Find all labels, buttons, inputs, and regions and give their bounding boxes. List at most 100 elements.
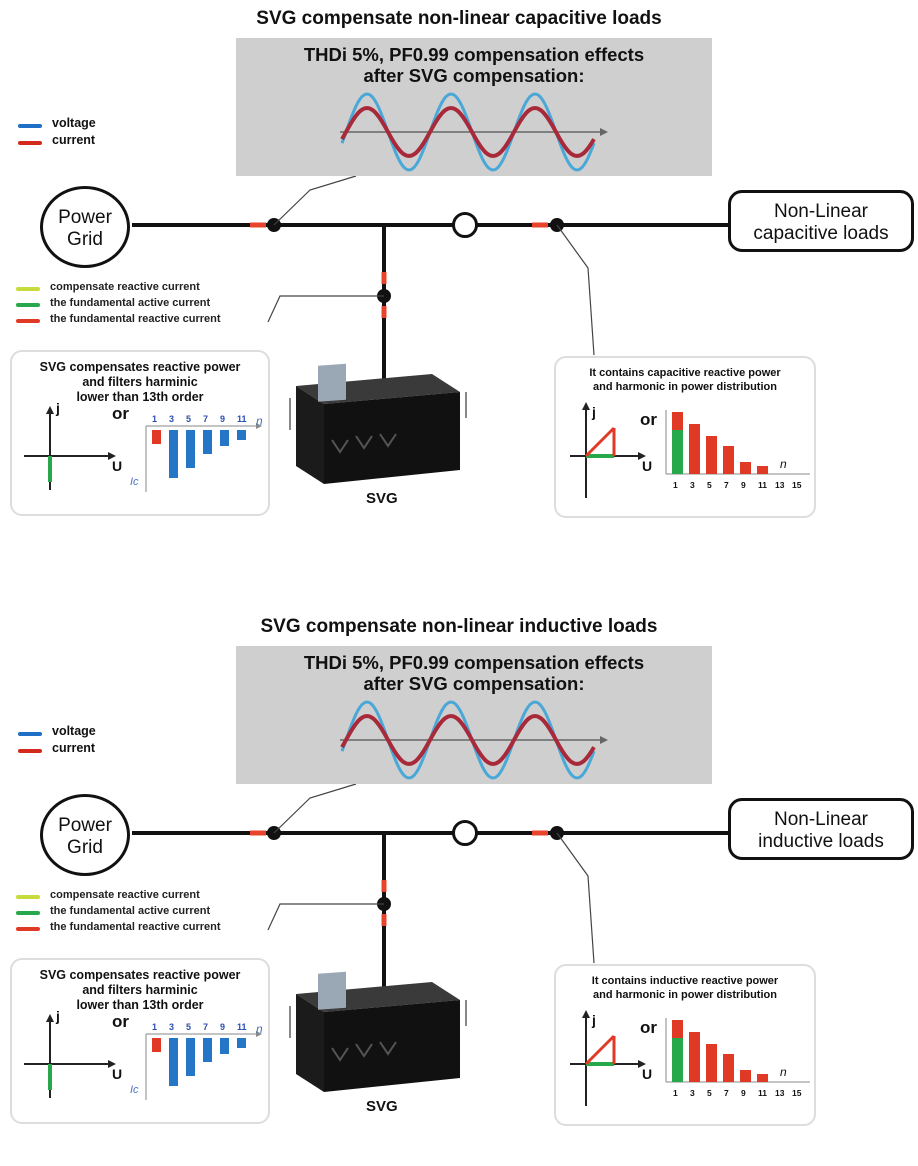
right-card-line1: It contains capacitive reactive power [589,367,781,379]
right-harmonic-label: 15 [792,1088,802,1098]
left-harmonic-bar [220,430,229,446]
left-card-line3: lower than 13th order [76,390,204,404]
left-card-title: SVG compensates reactive power and filte… [12,968,268,1013]
right-axis-n: n [780,457,787,471]
left-card-line2: and filters harminic [82,983,198,997]
right-harmonic-bar [706,1044,717,1082]
effect-line-1: THDi 5%, PF0.99 compensation effects [303,652,645,673]
left-harmonic-bar [203,1038,212,1062]
right-card: It contains capacitive reactive power an… [554,356,816,518]
right-harmonic-label: 7 [724,480,729,490]
right-harmonic-bar [757,466,768,474]
left-card-line2: and filters harminic [82,375,198,389]
right-axis-u: U [642,1066,653,1082]
left-card: SVG compensates reactive power and filte… [10,958,270,1124]
power-grid-node: Power Grid [40,186,130,268]
power-grid-line1: Power [58,207,112,228]
left-harmonic-bar [169,1038,178,1086]
legend-active-swatch [16,911,40,915]
left-card-line1: SVG compensates reactive power [39,360,241,374]
effect-line-2: after SVG compensation: [363,673,585,694]
left-harmonic-label: 11 [237,414,247,424]
right-harmonic-label: 11 [758,1088,767,1098]
legend-current: current [52,133,96,147]
power-grid-line1: Power [58,815,112,836]
load-box: Non-Linear inductive loads [728,798,914,860]
right-harmonic-label: 11 [758,480,767,490]
legend-voltage-swatch [18,732,42,736]
right-harmonic-bar [723,446,734,474]
left-axis-n: n [256,414,263,428]
panel-title: SVG compensate non-linear capacitive loa… [256,8,662,29]
legend-active-swatch [16,303,40,307]
left-harmonic-label: 3 [169,1022,175,1032]
legend-reactive: the fundamental reactive current [50,921,221,933]
left-axis-u: U [112,1066,123,1082]
right-harmonic-bar [706,436,717,474]
right-axis-u: U [642,458,653,474]
left-axis-ic: Ic [130,1084,139,1096]
left-card-line3: lower than 13th order [76,998,204,1012]
right-harmonic-label: 7 [724,1088,729,1098]
right-active-bar [672,430,683,474]
load-box: Non-Linear capacitive loads [728,190,914,252]
right-harmonic-label: 13 [775,480,785,490]
effect-text: THDi 5%, PF0.99 compensation effects aft… [236,652,712,694]
load-line1: Non-Linear [774,201,868,222]
left-or: or [112,404,129,423]
left-harmonic-label: 5 [186,1022,192,1032]
left-phasor-icon [24,1014,262,1100]
right-harmonic-label: 9 [741,480,746,490]
svg-device-icon [289,363,467,484]
right-harmonic-label: 3 [690,480,695,490]
right-axis-j: j [592,1012,596,1028]
right-card-line1: It contains inductive reactive power [591,975,779,987]
left-axis-j: j [56,400,60,416]
load-line2: inductive loads [758,831,884,852]
left-harmonic-bar [152,1038,161,1052]
waveform-icon [340,92,608,172]
left-card: SVG compensates reactive power and filte… [10,350,270,516]
waveform-icon [340,700,608,780]
left-harmonic-label: 5 [186,414,192,424]
right-phasor-icon [570,402,810,498]
legend-reactive-swatch [16,319,40,323]
wiring [132,783,728,1092]
right-card-title: It contains inductive reactive power and… [556,974,814,1002]
right-harmonic-bar [723,1054,734,1082]
left-harmonic-bar [237,1038,246,1048]
left-harmonic-bar [220,1038,229,1054]
legend-compensate-swatch [16,895,40,899]
right-card-line2: and harmonic in power distribution [593,989,777,1001]
right-axis-n: n [780,1065,787,1079]
effect-line-2: after SVG compensation: [363,65,585,86]
legend-current-swatch [18,749,42,753]
bus-sensor-node [452,820,478,846]
right-harmonic-bar [689,1032,700,1082]
load-line1: Non-Linear [774,809,868,830]
left-harmonic-bar [152,430,161,444]
bus-sensor-node [452,212,478,238]
effect-box: THDi 5%, PF0.99 compensation effects aft… [236,646,712,784]
effect-box: THDi 5%, PF0.99 compensation effects aft… [236,38,712,176]
right-harmonic-bar [689,424,700,474]
left-harmonic-label: 3 [169,414,175,424]
legend-active: the fundamental active current [50,905,211,917]
right-or: or [640,1018,657,1037]
right-axis-j: j [592,404,596,420]
left-harmonic-bar [203,430,212,454]
legend-compensate: compensate reactive current [50,281,200,293]
legend-active: the fundamental active current [50,297,211,309]
left-axis-ic: Ic [130,476,139,488]
left-or: or [112,1012,129,1031]
diagram-panel: SVG compensate non-linear inductive load… [0,608,918,1166]
legend-compensate: compensate reactive current [50,889,200,901]
left-harmonic-label: 9 [220,414,226,424]
legend-compensate-swatch [16,287,40,291]
right-or: or [640,410,657,429]
effect-line-1: THDi 5%, PF0.99 compensation effects [303,44,645,65]
left-axis-j: j [56,1008,60,1024]
left-card-line1: SVG compensates reactive power [39,968,241,982]
left-harmonic-label: 9 [220,1022,226,1032]
legend-voltage: voltage [52,724,96,738]
